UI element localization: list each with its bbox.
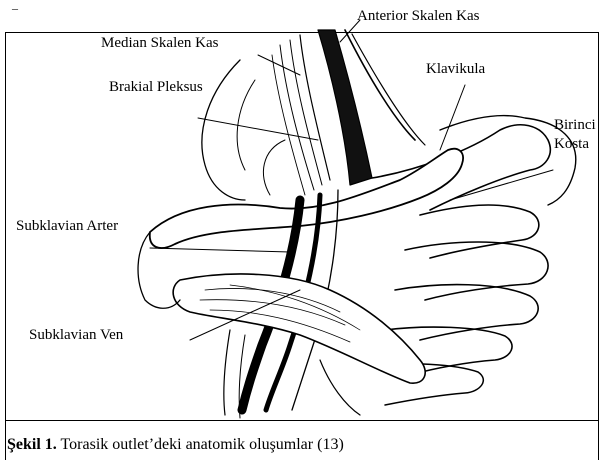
label-subklavian-arter: Subklavian Arter <box>16 218 118 235</box>
label-klavikula: Klavikula <box>426 61 485 78</box>
leader-brakial-pleksus <box>198 118 318 140</box>
label-subklavian-ven: Subklavian Ven <box>29 327 123 344</box>
leader-birinci-kosta <box>450 170 553 200</box>
leader-subklavian-arter <box>150 248 290 252</box>
shoulder-inner <box>237 80 255 170</box>
caption-text: Torasik outlet’deki anatomik oluşumlar (… <box>57 436 344 453</box>
rib-4 <box>395 285 538 340</box>
label-brakial-pleksus: Brakial Pleksus <box>109 79 203 96</box>
label-kosta: Kosta <box>554 136 589 153</box>
label-median-skalen: Median Skalen Kas <box>101 35 218 52</box>
rib-2 <box>420 205 539 258</box>
caption-number: Şekil 1. <box>7 436 57 453</box>
label-birinci: Birinci <box>554 117 596 134</box>
label-anterior-skalen: Anterior Skalen Kas <box>357 8 479 25</box>
leader-klavikula <box>440 85 465 150</box>
figure-caption: Şekil 1. Torasik outlet’deki anatomik ol… <box>7 436 344 454</box>
shoulder-outline <box>202 60 245 200</box>
rib-3 <box>405 242 548 300</box>
